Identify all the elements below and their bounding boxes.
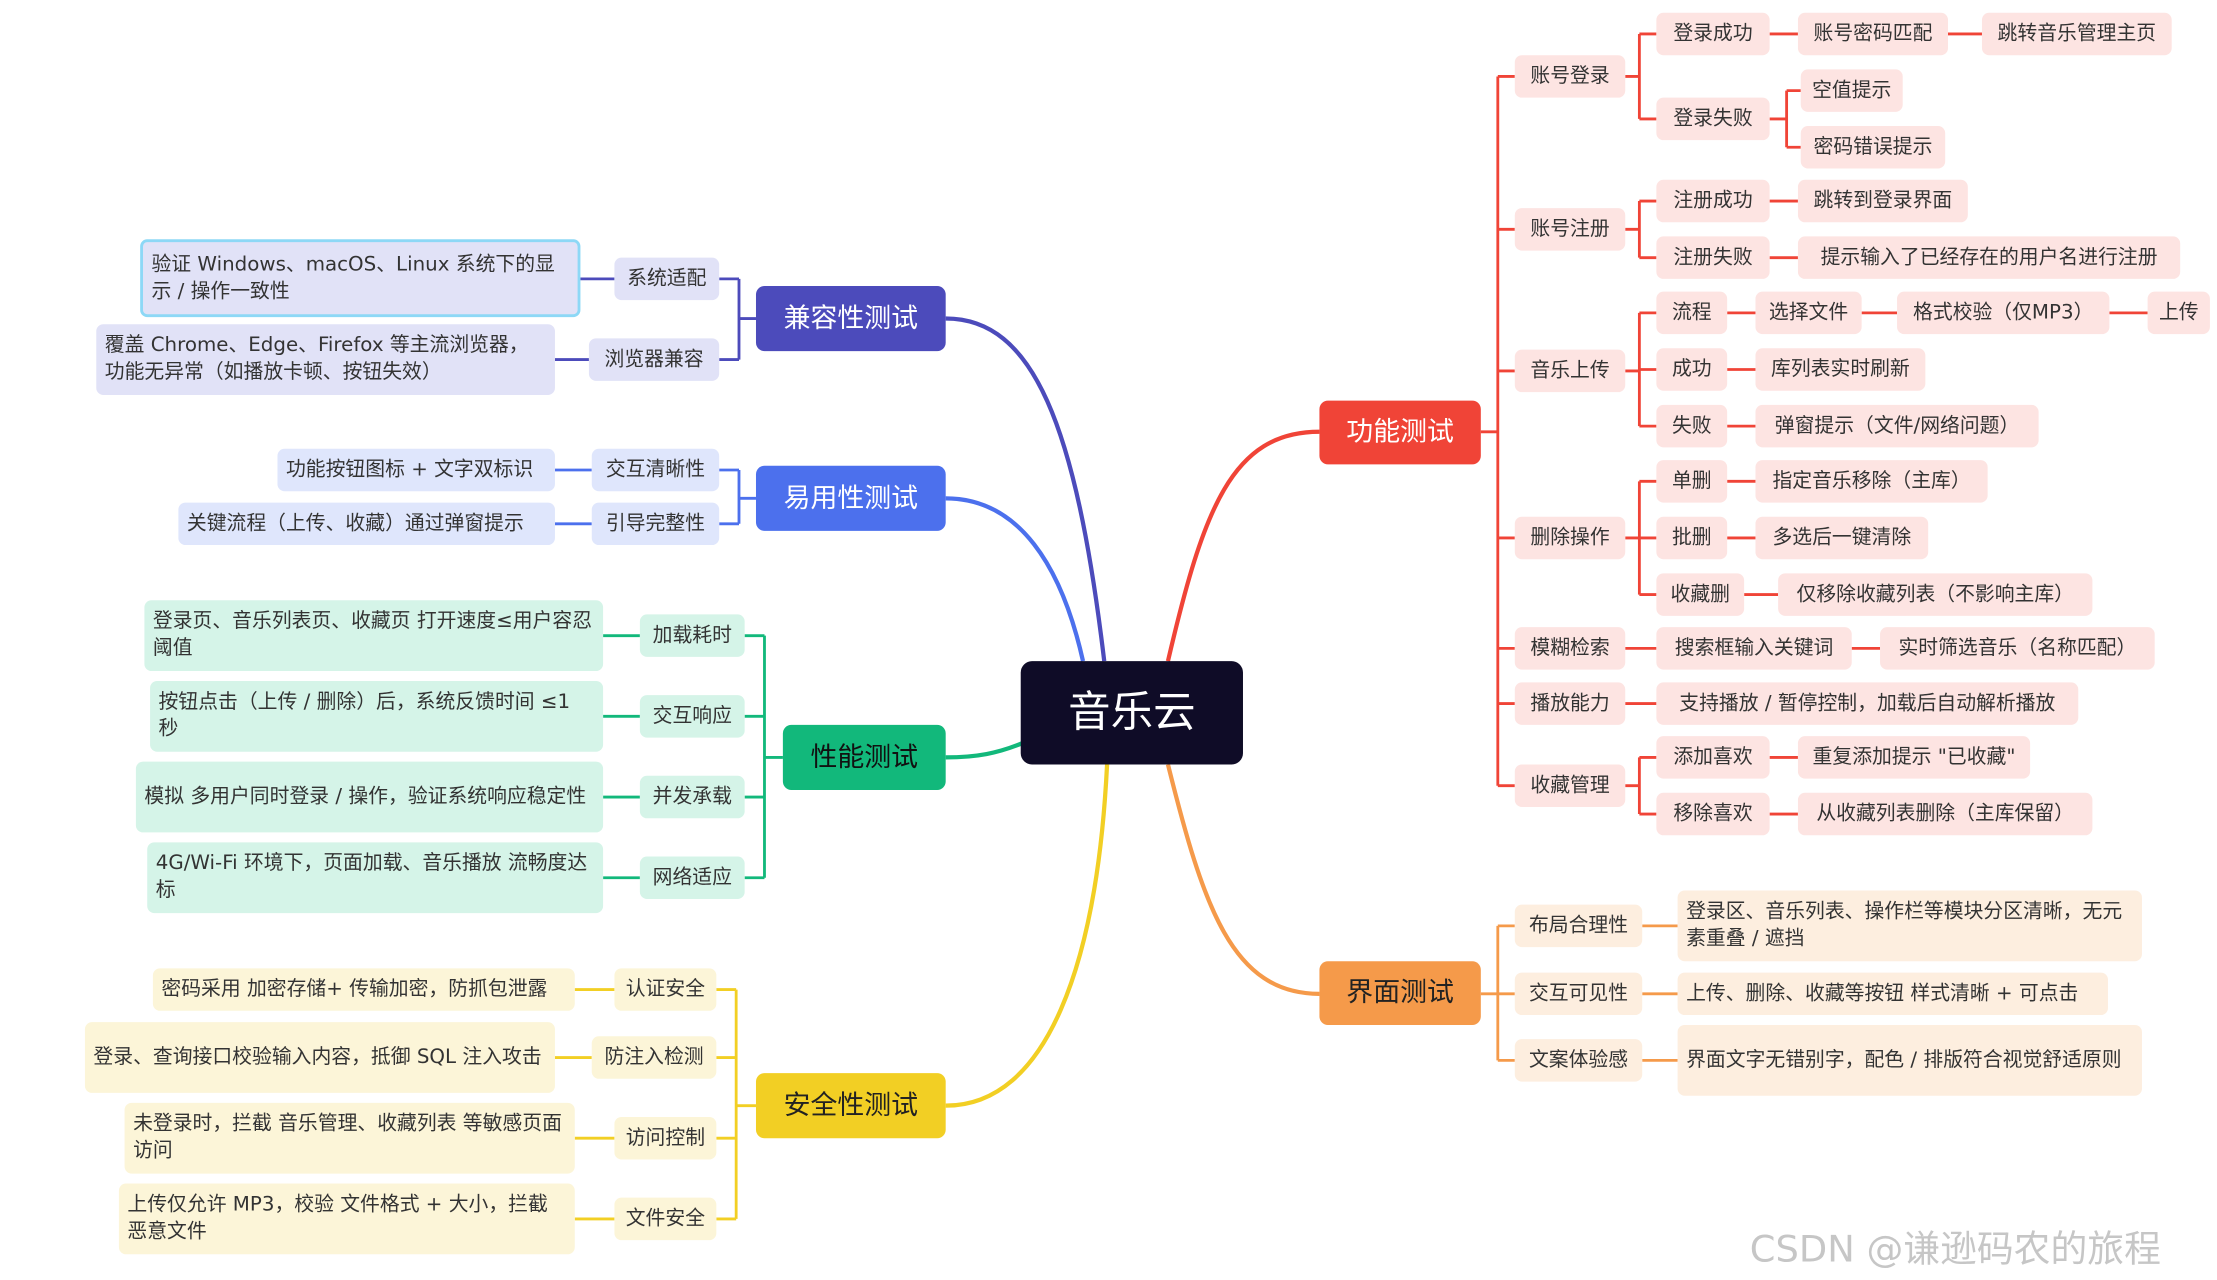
- node-delete-single[interactable]: 单删: [1656, 460, 1728, 503]
- node-add-favorite[interactable]: 添加喜欢: [1656, 736, 1770, 779]
- node-browser-compat[interactable]: 浏览器兼容: [588, 338, 720, 381]
- branch-usability[interactable]: 易用性测试: [755, 465, 946, 531]
- node-file-security[interactable]: 文件安全: [614, 1197, 717, 1241]
- node-upload-fail[interactable]: 失败: [1656, 404, 1728, 448]
- node-delete-single-desc[interactable]: 指定音乐移除（主库）: [1755, 460, 1988, 503]
- node-remove-favorite-desc[interactable]: 从收藏列表删除（主库保留）: [1797, 792, 2093, 836]
- node-injection[interactable]: 防注入检测: [591, 1036, 717, 1079]
- node-layout-desc[interactable]: 登录区、音乐列表、操作栏等模块分区清晰，无元素重叠 / 遮挡: [1677, 890, 2142, 962]
- node-access-control-desc[interactable]: 未登录时，拦截 音乐管理、收藏列表 等敏感页面访问: [124, 1102, 575, 1174]
- node-jump-login[interactable]: 跳转到登录界面: [1797, 179, 1968, 223]
- node-delete-fav[interactable]: 收藏删: [1656, 573, 1745, 616]
- node-network-desc[interactable]: 4G/Wi-Fi 环境下，页面加载、音乐播放 流畅度达标: [147, 842, 604, 914]
- node-select-file[interactable]: 选择文件: [1755, 291, 1862, 335]
- node-playback-desc[interactable]: 支持播放 / 暂停控制，加载后自动解析播放: [1656, 682, 2079, 725]
- root-node[interactable]: 音乐云: [1020, 661, 1243, 765]
- node-browser-compat-desc[interactable]: 覆盖 Chrome、Edge、Firefox 等主流浏览器，功能无异常（如播放卡…: [96, 324, 555, 395]
- node-response[interactable]: 交互响应: [639, 695, 745, 738]
- node-credential-match[interactable]: 账号密码匹配: [1797, 12, 1949, 56]
- branch-functional[interactable]: 功能测试: [1319, 400, 1481, 465]
- node-upload-action[interactable]: 上传: [2147, 291, 2210, 335]
- node-system-adapt-desc[interactable]: 验证 Windows、macOS、Linux 系统下的显示 / 操作一致性: [140, 239, 581, 318]
- node-login-fail[interactable]: 登录失败: [1656, 97, 1770, 141]
- node-jump-home[interactable]: 跳转音乐管理主页: [1981, 12, 2172, 56]
- node-guide-desc[interactable]: 关键流程（上传、收藏）通过弹窗提示: [178, 502, 555, 546]
- node-list-refresh[interactable]: 库列表实时刷新: [1755, 348, 1926, 391]
- node-interaction-clarity-desc[interactable]: 功能按钮图标 + 文字双标识: [277, 448, 555, 492]
- node-account-login[interactable]: 账号登录: [1514, 55, 1626, 98]
- node-copy[interactable]: 文案体验感: [1514, 1039, 1643, 1082]
- node-load-time[interactable]: 加载耗时: [639, 614, 745, 657]
- node-wrong-password[interactable]: 密码错误提示: [1800, 125, 1946, 169]
- node-delete-batch-desc[interactable]: 多选后一键清除: [1755, 516, 1929, 560]
- branch-performance[interactable]: 性能测试: [782, 724, 946, 790]
- node-register-fail[interactable]: 注册失败: [1656, 236, 1770, 279]
- node-remove-favorite[interactable]: 移除喜欢: [1656, 792, 1770, 836]
- branch-ui[interactable]: 界面测试: [1319, 961, 1481, 1025]
- node-load-time-desc[interactable]: 登录页、音乐列表页、收藏页 打开速度≤用户容忍阈值: [144, 600, 604, 672]
- node-network[interactable]: 网络适应: [639, 856, 745, 899]
- node-fuzzy-search[interactable]: 模糊检索: [1514, 627, 1626, 670]
- node-visibility[interactable]: 交互可见性: [1514, 972, 1643, 1016]
- node-response-desc[interactable]: 按钮点击（上传 / 删除）后，系统反馈时间 ≤1 秒: [150, 680, 604, 752]
- node-system-adapt[interactable]: 系统适配: [614, 257, 720, 301]
- node-delete-op[interactable]: 删除操作: [1514, 516, 1626, 560]
- node-add-favorite-desc[interactable]: 重复添加提示 "已收藏": [1797, 736, 2031, 779]
- node-format-check[interactable]: 格式校验（仅MP3）: [1897, 291, 2110, 335]
- node-search-input[interactable]: 搜索框输入关键词: [1656, 627, 1852, 670]
- node-file-security-desc[interactable]: 上传仅允许 MP3，校验 文件格式 + 大小，拦截恶意文件: [118, 1183, 575, 1255]
- node-popup-hint[interactable]: 弹窗提示（文件/网络问题）: [1755, 404, 2039, 448]
- node-username-exists[interactable]: 提示输入了已经存在的用户名进行注册: [1797, 236, 2181, 279]
- node-concurrency[interactable]: 并发承载: [639, 775, 745, 819]
- node-interaction-clarity[interactable]: 交互清晰性: [591, 448, 720, 492]
- node-register-success[interactable]: 注册成功: [1656, 179, 1770, 223]
- node-layout[interactable]: 布局合理性: [1514, 904, 1643, 948]
- node-guide[interactable]: 引导完整性: [591, 502, 720, 546]
- node-auth-desc[interactable]: 密码采用 加密存储+ 传输加密，防抓包泄露: [152, 968, 575, 1011]
- node-upload-success[interactable]: 成功: [1656, 348, 1728, 391]
- branch-security[interactable]: 安全性测试: [755, 1073, 946, 1139]
- node-playback[interactable]: 播放能力: [1514, 682, 1626, 725]
- node-search-filter[interactable]: 实时筛选音乐（名称匹配）: [1880, 627, 2155, 670]
- node-concurrency-desc[interactable]: 模拟 多用户同时登录 / 操作，验证系统响应稳定性: [135, 761, 604, 833]
- branch-compat[interactable]: 兼容性测试: [755, 285, 946, 352]
- node-account-register[interactable]: 账号注册: [1514, 208, 1626, 251]
- node-injection-desc[interactable]: 登录、查询接口校验输入内容，抵御 SQL 注入攻击: [84, 1022, 555, 1093]
- node-auth[interactable]: 认证安全: [614, 968, 717, 1011]
- node-delete-fav-desc[interactable]: 仅移除收藏列表（不影响主库）: [1778, 573, 2093, 616]
- node-login-success[interactable]: 登录成功: [1656, 12, 1770, 56]
- node-upload-flow[interactable]: 流程: [1656, 291, 1728, 335]
- node-access-control[interactable]: 访问控制: [614, 1116, 717, 1160]
- node-empty-hint[interactable]: 空值提示: [1800, 69, 1903, 112]
- watermark: CSDN @谦逊码农的旅程: [1749, 1228, 2161, 1272]
- node-visibility-desc[interactable]: 上传、删除、收藏等按钮 样式清晰 + 可点击: [1677, 972, 2108, 1016]
- node-music-upload[interactable]: 音乐上传: [1514, 349, 1626, 393]
- node-favorites[interactable]: 收藏管理: [1514, 764, 1626, 807]
- node-copy-desc[interactable]: 界面文字无错别字，配色 / 排版符合视觉舒适原则: [1677, 1024, 2142, 1096]
- node-delete-batch[interactable]: 批删: [1656, 516, 1728, 560]
